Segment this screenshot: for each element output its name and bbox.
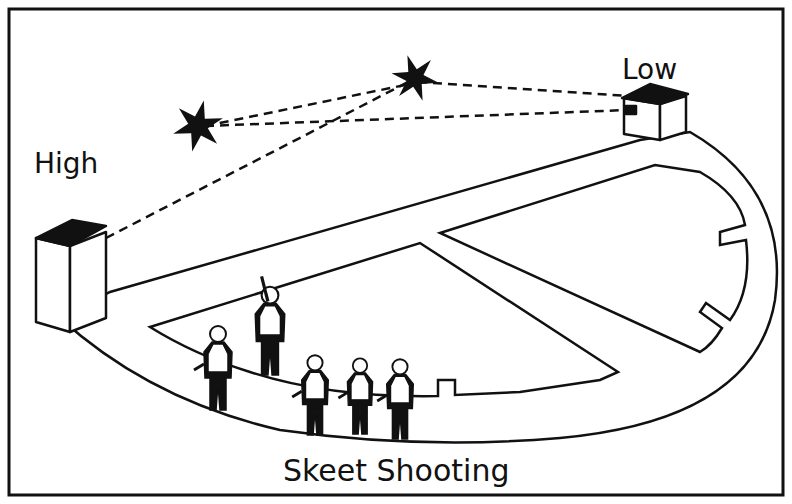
shooter [338, 358, 372, 434]
frame [9, 9, 783, 495]
shooters [194, 276, 413, 439]
flight-path [418, 82, 628, 96]
high-house [36, 220, 106, 332]
targets [173, 55, 438, 151]
clay-target [392, 55, 439, 101]
house-label: Low [622, 56, 677, 84]
low-house [622, 84, 688, 140]
house-label: High [34, 150, 98, 178]
shooter [255, 276, 284, 375]
field-outline [60, 132, 777, 443]
grass-area [440, 165, 747, 352]
flight-path [205, 84, 410, 126]
caption: Skeet Shooting [283, 456, 509, 486]
shooter [292, 355, 328, 435]
shooter [194, 326, 232, 410]
shooter [377, 359, 413, 439]
clay-target [173, 101, 223, 152]
flight-paths [106, 80, 628, 238]
flight-path [106, 80, 412, 238]
